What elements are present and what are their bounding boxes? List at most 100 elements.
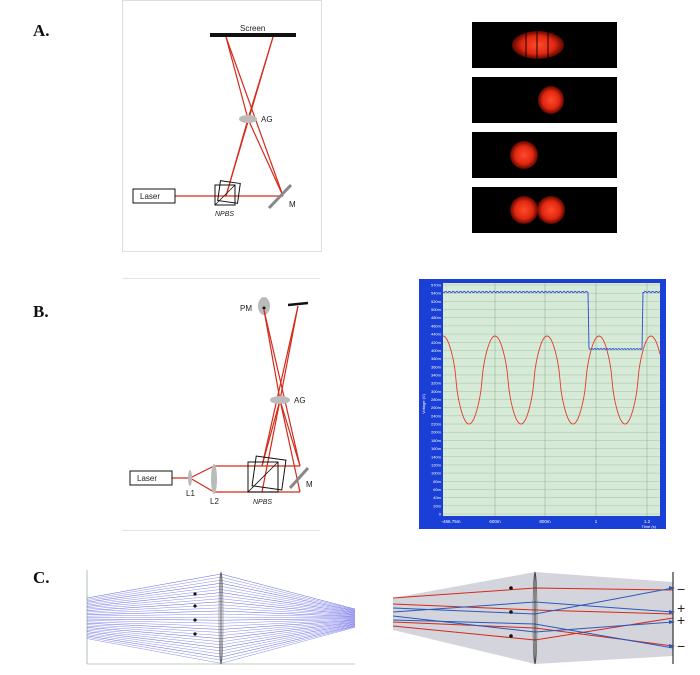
scope-y-tick: 280m	[431, 397, 442, 402]
panel-label-a: A.	[33, 21, 50, 40]
scope-y-unit: Voltage (V)	[421, 393, 426, 413]
fringe-spot	[537, 196, 565, 224]
pm-dot	[262, 306, 266, 310]
scope-y-tick: 140m	[431, 454, 442, 459]
scope-y-tick: 460m	[431, 323, 442, 328]
scope-y-tick: 300m	[431, 389, 442, 394]
ray-bundle-plot	[83, 568, 358, 668]
scope-x-unit: Time (s)	[641, 524, 656, 529]
focus-dot	[509, 586, 513, 590]
focus-dot	[193, 618, 197, 622]
scope-y-tick: 200m	[431, 430, 442, 435]
scope-y-tick: 20m	[433, 503, 441, 508]
scope-blue-trace	[442, 290, 661, 351]
scope-y-tick: 420m	[431, 340, 442, 345]
ag-label: AG	[294, 396, 306, 405]
scope-y-tick: 360m	[431, 364, 442, 369]
scope-y-tick: 380m	[431, 356, 442, 361]
fringe-spot	[512, 31, 564, 59]
scope-y-tick: 540m	[431, 291, 442, 296]
section-divider	[122, 278, 320, 279]
arrow-head	[669, 586, 675, 590]
sign-2: +	[677, 600, 685, 616]
npbs-cube	[214, 180, 241, 206]
mirror-label: M	[289, 200, 296, 209]
focus-dot	[509, 610, 513, 614]
scope-x-tick: 600m	[489, 519, 501, 524]
lens-outline	[532, 571, 538, 665]
scope-y-tick: 260m	[431, 405, 442, 410]
mirror-m	[267, 183, 293, 210]
scope-y-tick: 160m	[431, 446, 442, 451]
l1-label: L1	[186, 489, 195, 498]
screen-bar	[210, 33, 296, 37]
scope-y-tick: 100m	[431, 471, 442, 476]
scope-y-tick: 220m	[431, 422, 442, 427]
scope-y-tick: 60m	[433, 487, 441, 492]
mirror-m	[288, 466, 310, 490]
fringe-image-4	[472, 187, 617, 233]
lens-l1	[188, 470, 192, 486]
ag-element	[239, 115, 257, 123]
fringe-dark-line	[547, 31, 549, 59]
arrow-head	[669, 644, 675, 648]
fringe-spot	[510, 141, 538, 169]
sign-1: −	[677, 581, 685, 597]
setup-a-diagram: Screen AG Laser NPBS M	[132, 24, 296, 218]
fringe-dark-line	[525, 31, 527, 59]
panel-label-c: C.	[33, 568, 50, 587]
scope-y-tick: 120m	[431, 462, 442, 467]
scope-y-tick: 180m	[431, 438, 442, 443]
scope-y-tick: 500m	[431, 307, 442, 312]
screen-label: Screen	[240, 24, 265, 33]
arrow-head	[669, 620, 675, 624]
laser-box	[132, 188, 176, 204]
mirror-label: M	[306, 480, 313, 489]
pm-label: PM	[240, 304, 252, 313]
setup-b-diagram: PM AG Laser L1 L2	[129, 297, 313, 506]
scope-y-tick: 320m	[431, 381, 442, 386]
setup-b-frame: PM AG Laser L1 L2	[122, 290, 320, 525]
scope-y-tick: 40m	[433, 495, 441, 500]
scope-y-tick: 0	[439, 512, 442, 517]
section-divider	[122, 530, 320, 531]
ray-bundle-svg	[86, 570, 356, 665]
focus-dot	[193, 604, 197, 608]
top-mirror	[287, 301, 309, 307]
panel-label-b: B.	[33, 302, 49, 321]
beam-paths	[172, 305, 301, 493]
scope-y-tick: 80m	[433, 479, 441, 484]
setup-a-frame: Screen AG Laser NPBS M	[122, 0, 322, 252]
scope-y-tick: 480m	[431, 315, 442, 320]
focus-dot	[193, 592, 197, 596]
ag-label: AG	[261, 115, 273, 124]
lens-outline	[218, 571, 224, 665]
scope-y-tick: 400m	[431, 348, 442, 353]
npbs-label: NPBS	[253, 499, 272, 506]
fringe-spot	[510, 196, 538, 224]
laser-label: Laser	[140, 192, 160, 201]
scope-x-tick: 1.2	[644, 519, 651, 524]
focus-dot	[193, 632, 197, 636]
ray-diagram: − + + −	[392, 568, 698, 668]
npbs-label: NPBS	[215, 211, 234, 218]
scope-x-tick: -466.75m	[441, 519, 460, 524]
scope-y-tick: 520m	[431, 299, 442, 304]
scope-x-tick: 1	[595, 519, 598, 524]
ray-diagram-svg: − + + −	[392, 571, 685, 665]
scope-x-tick: 800m	[539, 519, 551, 524]
laser-label: Laser	[137, 474, 157, 483]
npbs-cube	[247, 455, 287, 493]
scope-y-tick: 240m	[431, 413, 442, 418]
fringe-spot	[538, 86, 564, 114]
pm-detector	[258, 297, 270, 315]
fringe-image-2	[472, 77, 617, 123]
l2-label: L2	[210, 497, 219, 506]
laser-box	[129, 470, 173, 486]
fringe-image-3	[472, 132, 617, 178]
sign-3: +	[677, 612, 685, 628]
fringe-image-1	[472, 22, 617, 68]
sign-4: −	[677, 638, 685, 654]
focus-dot	[509, 634, 513, 638]
